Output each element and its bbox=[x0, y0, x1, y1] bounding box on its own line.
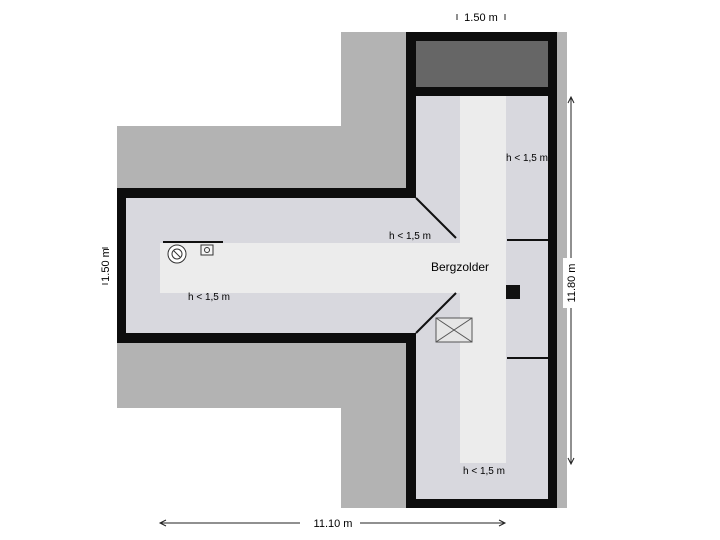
height-note: h < 1,5 m bbox=[188, 292, 230, 303]
roof-hatch bbox=[435, 317, 473, 343]
dimension-left: 1.50 m bbox=[100, 248, 112, 282]
height-note: h < 1,5 m bbox=[389, 231, 431, 242]
top-storage bbox=[416, 41, 548, 87]
height-note: h < 1,5 m bbox=[463, 466, 505, 477]
walkable-strip bbox=[160, 96, 506, 463]
dimension-right: 11.80 m bbox=[566, 264, 578, 303]
appliance-icon bbox=[200, 244, 214, 256]
room-label: Bergzolder bbox=[431, 260, 489, 274]
dimension-top: 1.50 m bbox=[464, 12, 498, 24]
dimension-right-backdrop bbox=[563, 258, 579, 308]
dimension-bottom: 11.10 m bbox=[314, 518, 353, 530]
height-note: h < 1,5 m bbox=[506, 153, 548, 164]
boiler-icon bbox=[167, 244, 187, 264]
interior-lines bbox=[163, 197, 548, 359]
chimney-block bbox=[506, 285, 520, 299]
dimension-lines bbox=[102, 14, 575, 527]
